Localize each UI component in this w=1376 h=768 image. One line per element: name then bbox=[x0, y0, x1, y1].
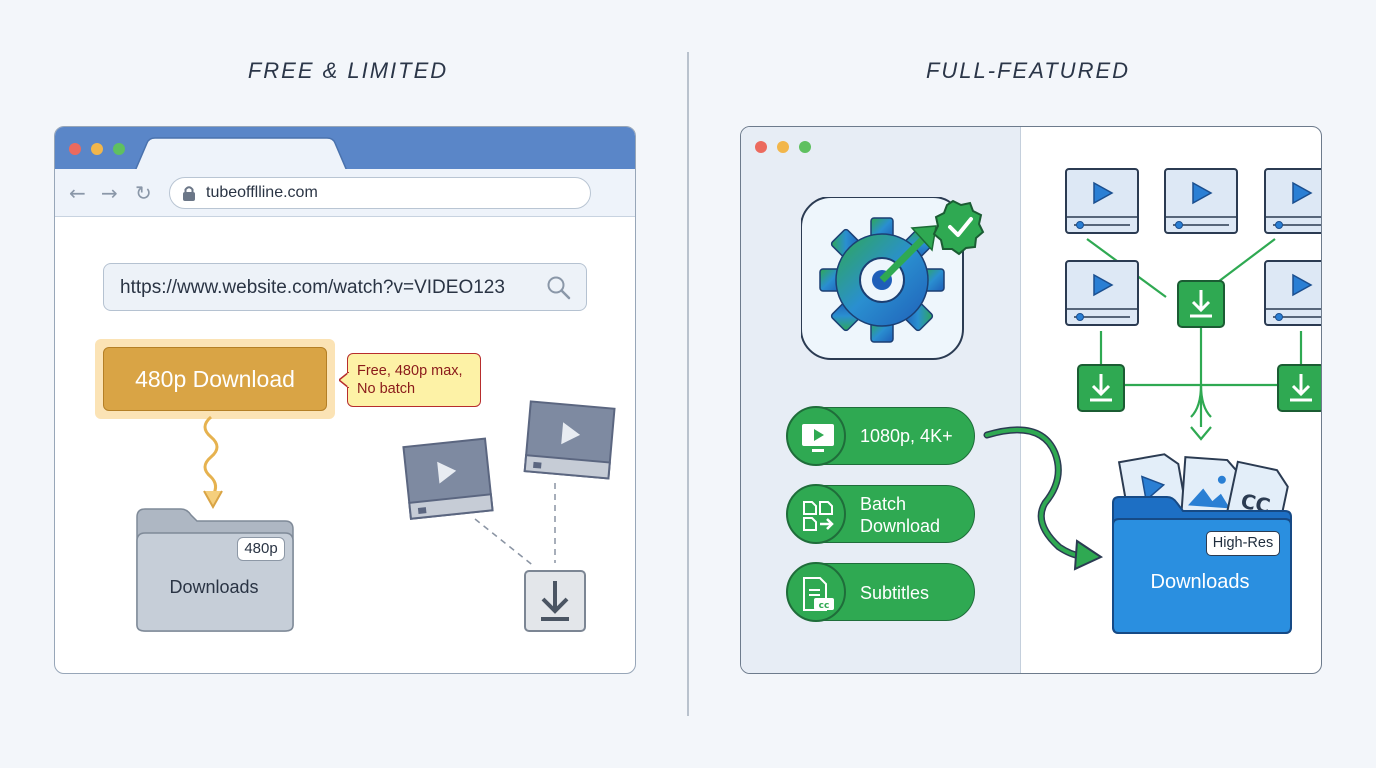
downloads-folder-480p[interactable]: 480p Downloads bbox=[135, 507, 295, 640]
browser-titlebar bbox=[55, 127, 636, 171]
folder-badge-480p: 480p bbox=[237, 537, 285, 561]
address-url: tubeofflline.com bbox=[206, 184, 318, 201]
video-player-icon bbox=[1065, 260, 1139, 326]
curved-arrow-icon bbox=[983, 426, 1104, 571]
minimize-dot-icon[interactable] bbox=[777, 141, 789, 153]
maximize-dot-icon[interactable] bbox=[799, 141, 811, 153]
search-query-text: https://www.website.com/watch?v=VIDEO123 bbox=[120, 277, 505, 298]
folder-label-downloads: Downloads bbox=[169, 577, 259, 597]
folder-badge-high-res: High-Res bbox=[1206, 531, 1280, 556]
search-icon[interactable] bbox=[546, 275, 572, 301]
monitor-play-icon bbox=[802, 424, 834, 452]
close-dot-icon[interactable] bbox=[755, 141, 767, 153]
heading-full-featured: FULL-FEATURED bbox=[925, 58, 1131, 83]
feature-batch-download[interactable]: Batch Download bbox=[786, 484, 975, 544]
subtitle-file-icon: cc bbox=[803, 577, 834, 611]
folder-label-downloads-pro[interactable]: Downloads bbox=[1150, 571, 1250, 593]
app-gear-icon[interactable] bbox=[801, 197, 987, 367]
gray-folder-icon bbox=[136, 508, 294, 632]
feature-label-batch: Batch bbox=[860, 494, 907, 514]
video-player-icon bbox=[1264, 168, 1321, 234]
pixelated-video-icon bbox=[523, 400, 616, 480]
download-icon bbox=[1276, 363, 1321, 413]
verified-badge-icon bbox=[932, 199, 985, 256]
browser-toolbar: ← → ↻ tubeofflline.com bbox=[55, 169, 635, 217]
heading-free-limited: FREE & LIMITED bbox=[247, 58, 449, 83]
video-player-icon bbox=[1264, 260, 1321, 326]
forward-arrow-icon[interactable]: → bbox=[101, 181, 118, 205]
video-player-icon bbox=[1065, 168, 1139, 234]
tooltip-tail bbox=[339, 372, 349, 388]
feature-label-resolution: 1080p, 4K+ bbox=[860, 426, 953, 446]
pixelated-video-icon bbox=[402, 437, 494, 520]
download-icon bbox=[1076, 363, 1126, 413]
browser-tab[interactable] bbox=[55, 137, 636, 171]
address-bar[interactable]: tubeofflline.com bbox=[169, 177, 591, 209]
feature-label-download: Download bbox=[860, 516, 941, 536]
center-divider bbox=[687, 52, 689, 716]
video-player-icon bbox=[1164, 168, 1238, 234]
url-search-input[interactable]: https://www.website.com/watch?v=VIDEO123 bbox=[103, 263, 587, 311]
app-sidebar: 1080p, 4K+ Batch Download bbox=[741, 127, 1021, 673]
batch-files-icon bbox=[803, 501, 834, 531]
minimize-dot-icon[interactable] bbox=[91, 143, 103, 155]
download-icon bbox=[524, 570, 586, 632]
reload-icon[interactable]: ↻ bbox=[135, 181, 152, 205]
tooltip-line-1: Free, 480p max, bbox=[357, 363, 463, 379]
feature-subtitles[interactable]: cc Subtitles bbox=[786, 562, 975, 622]
limit-tooltip: Free, 480p max, No batch bbox=[339, 353, 481, 407]
lock-icon bbox=[183, 186, 195, 201]
480p-download-button[interactable]: 480p Download bbox=[103, 347, 327, 411]
maximize-dot-icon[interactable] bbox=[113, 143, 125, 155]
svg-text:cc: cc bbox=[819, 601, 830, 611]
pro-app-window: 1080p, 4K+ Batch Download bbox=[740, 126, 1322, 674]
feature-high-resolution[interactable]: 1080p, 4K+ bbox=[786, 406, 975, 466]
download-icon bbox=[1176, 279, 1226, 329]
tooltip-line-2: No batch bbox=[357, 381, 416, 397]
squiggle-arrow-icon bbox=[203, 415, 223, 510]
free-browser-window: ← → ↻ tubeofflline.com https://www.websi… bbox=[54, 126, 636, 674]
blue-folder-icon bbox=[1112, 496, 1292, 634]
pixelated-videos-group bbox=[402, 400, 616, 632]
feature-label-subtitles: Subtitles bbox=[860, 583, 930, 603]
close-dot-icon[interactable] bbox=[69, 143, 81, 155]
back-arrow-icon[interactable]: ← bbox=[69, 181, 86, 205]
